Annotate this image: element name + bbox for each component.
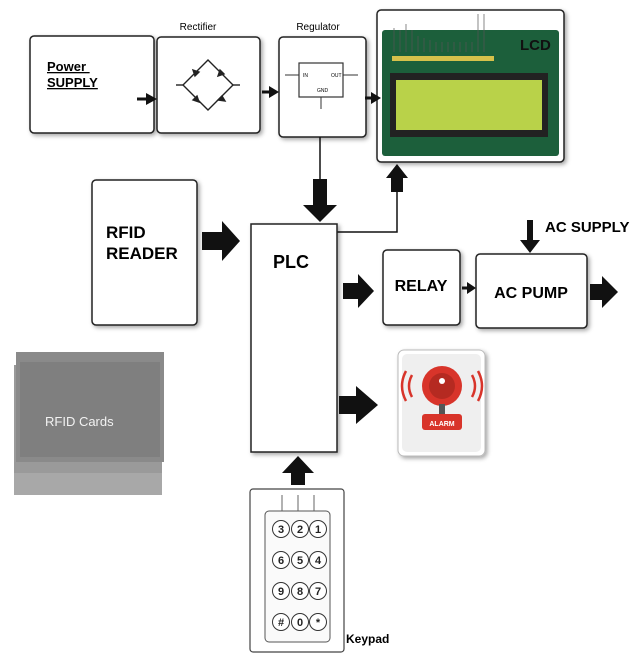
keypad-key-button	[309, 520, 327, 538]
rfid-cards-label: RFID Cards	[45, 414, 114, 429]
arrow-power-to-rectifier	[137, 93, 157, 105]
plc-label: PLC	[273, 252, 309, 272]
keypad-key-button	[291, 582, 309, 600]
power-supply-label: Power SUPPLY	[47, 59, 98, 90]
keypad-key-button	[291, 551, 309, 569]
svg-text:OUT: OUT	[331, 73, 342, 79]
relay-block	[382, 249, 461, 326]
power-supply-block	[29, 35, 155, 134]
relay-label: RELAY	[395, 278, 448, 295]
bridge-rectifier-icon	[176, 59, 240, 111]
keypad-key-label: #	[278, 617, 284, 629]
keypad-key-label: 4	[315, 555, 322, 567]
arrow-pump-output	[590, 276, 618, 308]
voltage-regulator-icon: IN OUT GND	[285, 62, 358, 109]
ac-pump-block	[475, 253, 588, 329]
regulator-label: Regulator	[296, 22, 340, 33]
keypad-key-label: *	[316, 617, 321, 629]
ac-pump-label: AC PUMP	[494, 285, 568, 302]
rfid-reader-label: RFID READER	[106, 223, 178, 263]
arrow-ac-supply-to-pump	[520, 220, 540, 253]
keypad-key-label: 0	[297, 617, 303, 629]
keypad-face	[264, 510, 331, 643]
keypad-key-label: 5	[297, 555, 303, 567]
keypad-key-label: 8	[297, 586, 303, 598]
rfid-reader-block	[91, 179, 198, 326]
ac-supply-label: AC SUPPLY	[545, 219, 629, 236]
lcd-pin-header	[392, 56, 494, 61]
arrow-plc-to-lcd	[386, 164, 408, 192]
wire-plc-to-lcd	[336, 190, 398, 233]
arrow-rectifier-to-regulator	[262, 86, 279, 98]
lcd-pin-labels	[393, 14, 485, 52]
rfid-cards-stack	[14, 352, 164, 495]
arrow-plc-to-relay	[343, 274, 374, 308]
keypad-key-button	[272, 613, 290, 631]
keypad-key-button	[272, 551, 290, 569]
arrow-plc-to-alarm	[339, 386, 378, 424]
arrow-relay-to-pump	[462, 282, 476, 294]
rectifier-label: Rectifier	[180, 22, 217, 33]
keypad-key-label: 1	[315, 524, 321, 536]
keypad-key-label: 7	[315, 586, 321, 598]
keypad-key-button	[291, 520, 309, 538]
arrow-rfid-to-plc	[202, 221, 240, 261]
alarm-label: ALARM	[429, 421, 454, 428]
keypad-key-button	[272, 520, 290, 538]
svg-text:GND: GND	[317, 88, 329, 94]
plc-block	[250, 223, 338, 453]
arrow-regulator-to-plc	[303, 179, 337, 222]
keypad-key-button	[309, 613, 327, 631]
keypad-key-label: 9	[278, 586, 284, 598]
lcd-label: LCD	[520, 37, 551, 54]
keypad-key-button	[309, 582, 327, 600]
keypad-key-label: 2	[297, 524, 303, 536]
svg-text:IN: IN	[303, 73, 308, 79]
keypad-key-button	[291, 613, 309, 631]
alarm-bell-icon	[400, 366, 484, 430]
keypad-key-label: 6	[278, 555, 284, 567]
arrow-keypad-to-plc	[282, 456, 314, 485]
keypad-key-button	[272, 582, 290, 600]
keypad-key-button	[309, 551, 327, 569]
keypad-label: Keypad	[346, 632, 389, 646]
rectifier-block	[156, 36, 261, 134]
arrow-regulator-to-lcd	[365, 92, 381, 104]
lcd-module	[376, 9, 565, 163]
keypad-key-label: 3	[278, 524, 284, 536]
